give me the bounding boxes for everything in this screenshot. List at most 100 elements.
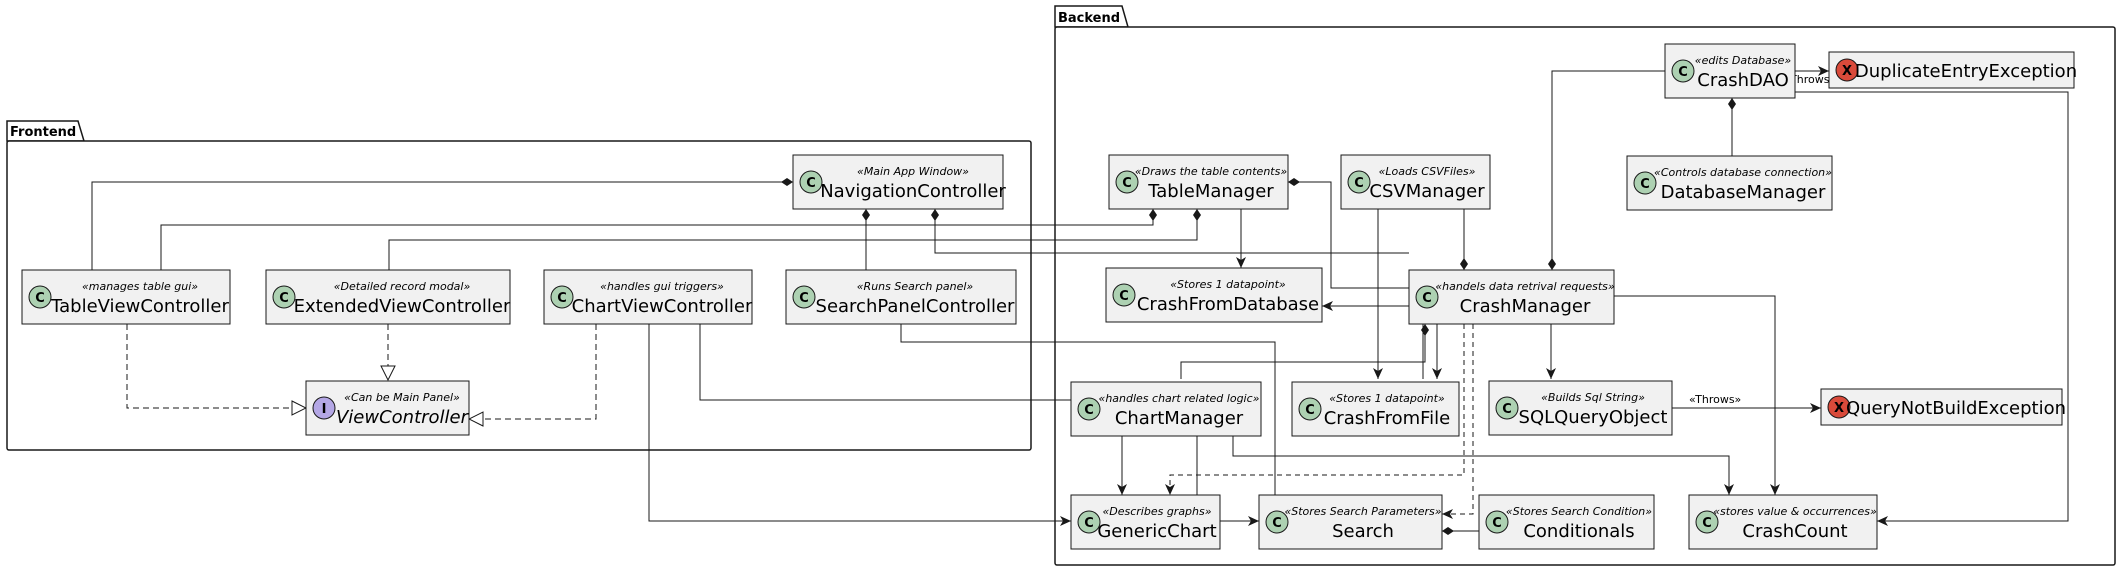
edge-label-dao-throws: Throws <box>1789 73 1830 86</box>
class-circle-icon <box>272 285 296 309</box>
class-circle-icon <box>1077 510 1101 534</box>
class-glyph: C <box>557 291 567 306</box>
class-circle-icon <box>550 285 574 309</box>
class-crash-from-file[interactable]: C «Stores 1 datapoint» CrashFromFile <box>1291 381 1460 437</box>
class-glyph: C <box>1492 516 1502 531</box>
edge-crashmanager-to-crashcount <box>1614 295 1780 495</box>
class-glyph: C <box>1702 516 1712 531</box>
class-circle-icon <box>1077 397 1101 421</box>
class-circle-icon <box>28 285 52 309</box>
edge-nav-to-crashmanager <box>931 209 1409 254</box>
package-title-backend: Backend <box>1058 11 1120 26</box>
class-stereotype: «Stores Search Condition» <box>1506 505 1652 518</box>
interface-glyph: I <box>322 402 327 417</box>
class-stereotype: «stores value & occurrences» <box>1713 505 1877 518</box>
edge-tableview-implements <box>126 324 306 408</box>
class-generic-chart[interactable]: C «Describes graphs» GenericChart <box>1070 494 1221 550</box>
class-circle-icon <box>1415 285 1439 309</box>
class-name: TableViewController <box>50 296 229 317</box>
class-stereotype: «Main App Window» <box>857 165 969 178</box>
class-glyph: C <box>1678 65 1688 80</box>
class-name: ExtendedViewController <box>294 296 511 317</box>
class-circle-icon <box>1633 171 1657 195</box>
interface-view-controller[interactable]: I «Can be Main Panel» ViewController <box>305 380 470 436</box>
class-name: SQLQueryObject <box>1519 407 1668 428</box>
class-search[interactable]: C «Stores Search Parameters» Search <box>1258 494 1443 550</box>
class-circle-icon <box>1485 510 1509 534</box>
class-name: CrashFromFile <box>1324 408 1451 429</box>
class-glyph: C <box>1354 176 1364 191</box>
class-glyph: C <box>1305 403 1315 418</box>
interface-circle-icon <box>312 396 336 420</box>
class-name: CrashFromDatabase <box>1137 294 1319 315</box>
class-sql-query-object[interactable]: C «Builds Sql String» SQLQueryObject <box>1488 380 1673 436</box>
class-stereotype: «Builds Sql String» <box>1541 391 1645 404</box>
class-stereotype: «Controls database connection» <box>1654 166 1832 179</box>
class-stereotype: «Draws the table contents» <box>1135 165 1287 178</box>
class-glyph: C <box>1640 177 1650 192</box>
class-name: DatabaseManager <box>1661 182 1826 203</box>
class-crash-manager[interactable]: C «handels data retrival requests» Crash… <box>1408 269 1615 325</box>
class-glyph: C <box>799 291 809 306</box>
exception-circle-icon <box>1835 58 1859 82</box>
edge-tablemanager-to-tableview <box>160 209 1157 270</box>
class-name: ViewController <box>336 407 470 428</box>
class-database-manager[interactable]: C «Controls database connection» Databas… <box>1626 155 1833 211</box>
class-name: CrashDAO <box>1697 70 1789 91</box>
package-frontend: Frontend <box>6 120 1032 451</box>
class-name: Search <box>1332 521 1394 542</box>
edge-chartview-implements <box>469 324 597 419</box>
class-circle-icon <box>1671 59 1695 83</box>
class-name: NavigationController <box>820 181 1006 202</box>
edge-tablemanager-to-crashmanager <box>1288 178 1409 289</box>
class-stereotype: «Stores Search Parameters» <box>1284 505 1441 518</box>
class-query-not-build-exception[interactable]: X QueryNotBuildException <box>1820 388 2066 426</box>
class-circle-icon <box>799 170 823 194</box>
class-conditionals[interactable]: C «Stores Search Condition» Conditionals <box>1478 494 1655 550</box>
class-stereotype: «Stores 1 datapoint» <box>1170 278 1286 291</box>
class-glyph: C <box>1502 402 1512 417</box>
class-extended-view-controller[interactable]: C «Detailed record modal» ExtendedViewCo… <box>265 269 511 325</box>
class-chart-manager[interactable]: C «handles chart related logic» ChartMan… <box>1070 381 1262 437</box>
class-glyph: C <box>1119 289 1129 304</box>
class-name: SearchPanelController <box>816 296 1016 317</box>
class-table-view-controller[interactable]: C «manages table gui» TableViewControlle… <box>21 269 231 325</box>
class-duplicate-entry-exception[interactable]: X DuplicateEntryException <box>1828 51 2077 89</box>
class-stereotype: «Describes graphs» <box>1102 505 1211 518</box>
class-glyph: C <box>806 176 816 191</box>
class-glyph: C <box>1084 516 1094 531</box>
class-stereotype: «Runs Search panel» <box>857 280 974 293</box>
class-glyph: C <box>35 291 45 306</box>
edge-chartmanager-to-crashcount <box>1232 436 1734 495</box>
edge-crashmanager-to-search <box>1442 324 1474 519</box>
class-crash-from-database[interactable]: C «Stores 1 datapoint» CrashFromDatabase <box>1105 267 1323 323</box>
class-name: QueryNotBuildException <box>1846 398 2066 419</box>
class-search-panel-controller[interactable]: C «Runs Search panel» SearchPanelControl… <box>785 269 1017 325</box>
exception-glyph: X <box>1834 401 1844 416</box>
class-stereotype: «Loads CSVFiles» <box>1379 165 1476 178</box>
class-csv-manager[interactable]: C «Loads CSVFiles» CSVManager <box>1340 154 1491 210</box>
class-circle-icon <box>1347 170 1371 194</box>
class-circle-icon <box>1695 510 1719 534</box>
class-crash-count[interactable]: C «stores value & occurrences» CrashCoun… <box>1688 494 1878 550</box>
class-circle-icon <box>1298 397 1322 421</box>
class-glyph: C <box>1122 176 1132 191</box>
class-navigation-controller[interactable]: C «Main App Window» NavigationController <box>792 154 1006 210</box>
edge-crashmanager-to-genericchart <box>1165 324 1465 495</box>
edge-tablemanager-to-extendedview <box>388 209 1201 270</box>
package-title-frontend: Frontend <box>10 125 76 140</box>
exception-glyph: X <box>1842 64 1852 79</box>
class-name: CrashManager <box>1460 296 1591 317</box>
class-crash-dao[interactable]: C «edits Database» CrashDAO <box>1664 43 1796 99</box>
class-table-manager[interactable]: C «Draws the table contents» TableManage… <box>1108 154 1289 210</box>
class-stereotype: «handels data retrival requests» <box>1435 280 1615 293</box>
class-chart-view-controller[interactable]: C «handles gui triggers» ChartViewContro… <box>543 269 753 325</box>
class-circle-icon <box>1115 170 1139 194</box>
class-glyph: C <box>279 291 289 306</box>
class-glyph: C <box>1272 516 1282 531</box>
edge-nav-to-tableview <box>91 178 793 270</box>
class-stereotype: «manages table gui» <box>82 280 198 293</box>
class-glyph: C <box>1084 403 1094 418</box>
class-circle-icon <box>1265 510 1289 534</box>
exception-circle-icon <box>1827 395 1851 419</box>
